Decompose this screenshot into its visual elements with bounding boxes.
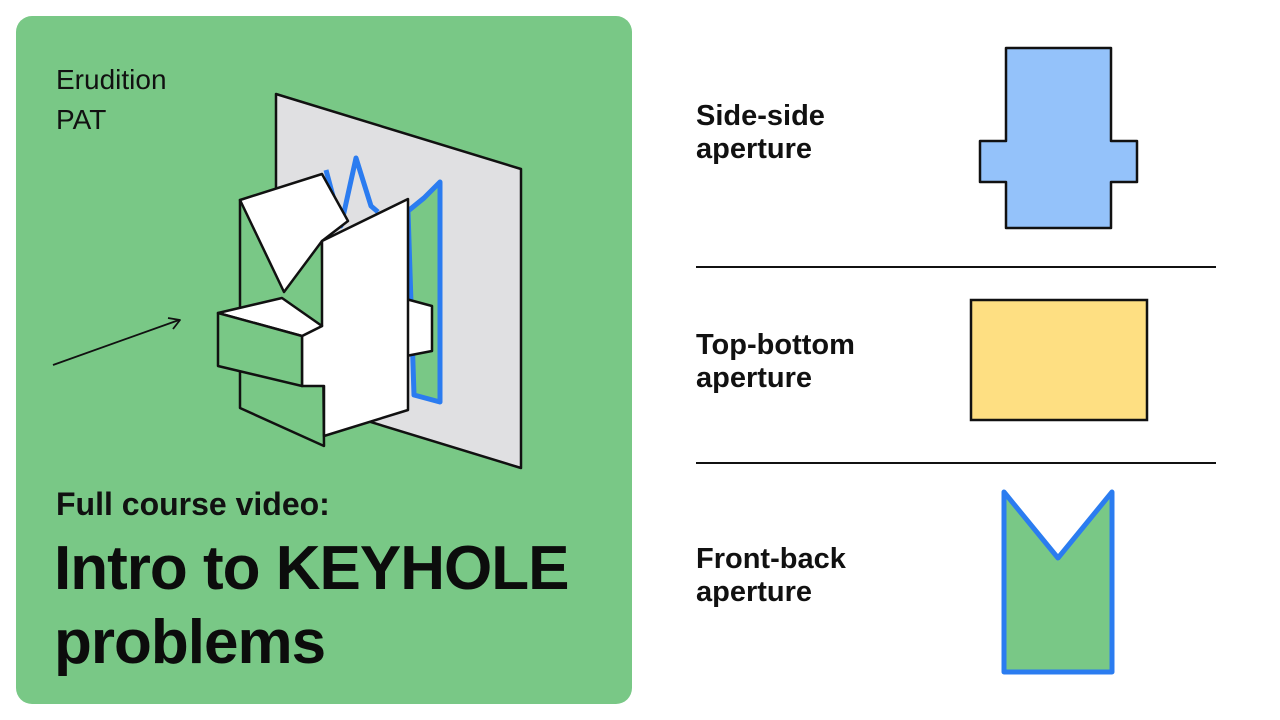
divider-2 — [696, 462, 1216, 464]
side-side-aperture-shape — [978, 46, 1139, 230]
headline-title-line-1: Intro to KEYHOLE — [54, 534, 569, 603]
headline-subtitle: Full course video: — [56, 486, 330, 522]
side-side-label-line-1: Side-side — [696, 100, 825, 132]
front-back-label: Front-back aperture — [696, 543, 846, 609]
front-back-aperture-shape — [1001, 489, 1115, 675]
top-bottom-shape — [969, 298, 1149, 422]
brand-name: Erudition PAT — [56, 60, 167, 140]
brand-line-2: PAT — [56, 104, 107, 135]
top-bottom-aperture-shape — [969, 298, 1149, 422]
headline-title-line-2: problems — [54, 608, 326, 677]
front-back-label-line-2: aperture — [696, 576, 813, 608]
hero-card: Erudition PAT Full course video: Intro t… — [16, 16, 632, 704]
brand-line-1: Erudition — [56, 64, 167, 95]
keyhole-illustration — [52, 92, 523, 470]
keyhole-outline-front — [405, 179, 443, 405]
solid-right-tab — [404, 297, 434, 358]
top-bottom-label-line-1: Top-bottom — [696, 329, 855, 361]
side-side-label: Side-side aperture — [696, 100, 825, 166]
view-arrow-head — [167, 317, 181, 330]
front-back-shape — [1001, 489, 1115, 675]
side-side-label-line-2: aperture — [696, 133, 813, 165]
side-side-shape — [978, 46, 1139, 230]
view-arrow-shaft — [52, 319, 180, 366]
top-bottom-label-line-2: aperture — [696, 362, 813, 394]
front-back-label-line-1: Front-back — [696, 543, 846, 575]
headline-title: Intro to KEYHOLE problems — [54, 532, 569, 680]
solid-bar-front — [216, 311, 304, 388]
solid-v-notch — [238, 172, 350, 294]
divider-1 — [696, 266, 1216, 268]
top-bottom-label: Top-bottom aperture — [696, 329, 855, 395]
